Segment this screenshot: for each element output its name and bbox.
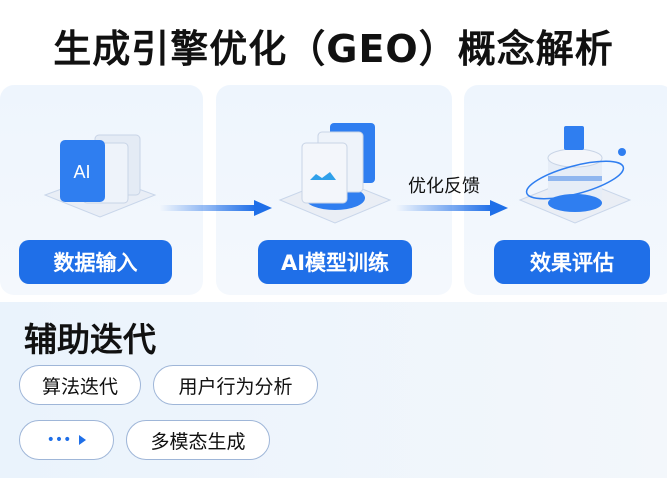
- chip-multimodal-generation[interactable]: 多模态生成: [126, 420, 270, 460]
- more-dots: •••: [46, 432, 72, 448]
- feedback-arrow: [396, 200, 508, 216]
- ai-document-icon: AI: [43, 134, 157, 218]
- flow-arrow-1: [160, 200, 272, 216]
- svg-text:AI: AI: [73, 162, 90, 182]
- page-title: 生成引擎优化（GEO）概念解析: [53, 27, 614, 71]
- database-orbit-icon: [518, 126, 632, 224]
- model-layers-icon: [278, 123, 392, 224]
- step-button-model-training[interactable]: AI模型训练: [258, 240, 412, 284]
- step-button-evaluation[interactable]: 效果评估: [494, 240, 650, 284]
- chip-algorithm-iteration[interactable]: 算法迭代: [19, 365, 141, 405]
- auxiliary-heading: 辅助迭代: [24, 320, 156, 359]
- chip-user-behavior-analysis[interactable]: 用户行为分析: [153, 365, 318, 405]
- feedback-label: 优化反馈: [408, 176, 480, 197]
- play-icon: [79, 435, 87, 445]
- chip-more[interactable]: •••: [19, 420, 114, 460]
- step-button-data-input[interactable]: 数据输入: [19, 240, 172, 284]
